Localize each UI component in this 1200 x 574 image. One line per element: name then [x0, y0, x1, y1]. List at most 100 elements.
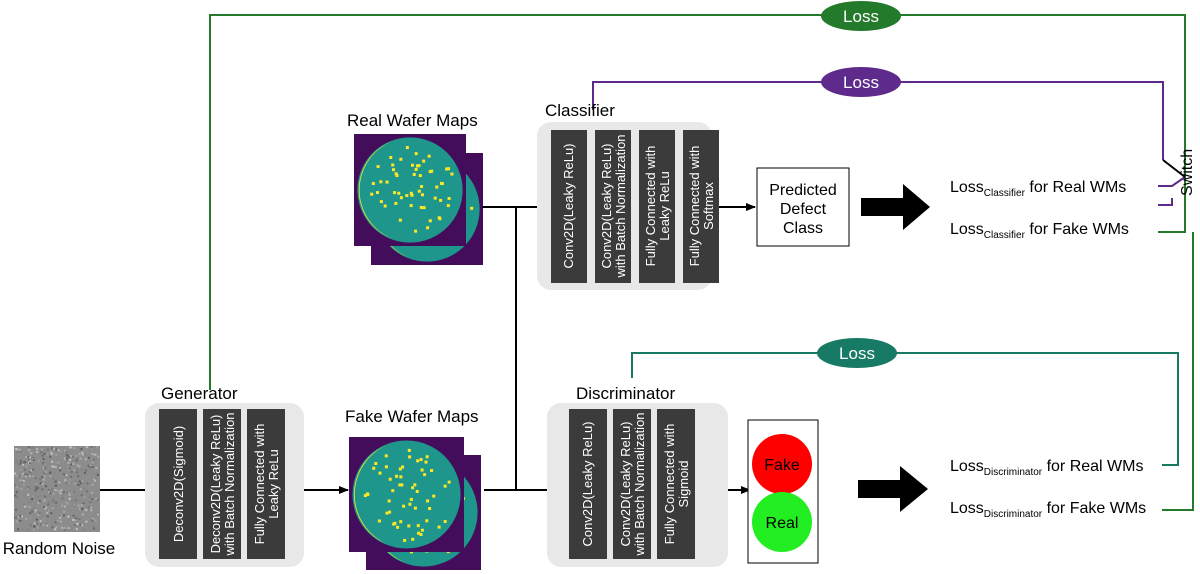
- noise-pixel: [64, 501, 67, 504]
- noise-pixel: [49, 475, 52, 478]
- noise-pixel: [19, 450, 22, 453]
- noise-pixel: [23, 468, 26, 471]
- noise-pixel: [29, 501, 32, 504]
- noise-pixel: [35, 487, 38, 490]
- noise-pixel: [44, 467, 47, 470]
- noise-pixel: [90, 506, 93, 509]
- noise-pixel: [84, 458, 87, 461]
- wafer-defect-dot: [411, 486, 415, 490]
- noise-pixel: [95, 469, 98, 472]
- noise-pixel: [27, 458, 30, 461]
- noise-pixel: [76, 464, 79, 467]
- noise-pixel: [20, 487, 23, 490]
- wafer-defect-dot: [425, 455, 429, 459]
- noise-pixel: [42, 518, 45, 521]
- wafer-defect-dot: [395, 174, 399, 178]
- noise-pixel: [28, 449, 31, 452]
- noise-pixel: [19, 514, 22, 517]
- wafer-defect-dot: [422, 159, 426, 163]
- wafer-defect-dot: [395, 474, 399, 478]
- wafer-defect-dot: [407, 524, 411, 528]
- noise-pixel: [46, 476, 49, 479]
- wafer-defect-dot: [420, 193, 424, 197]
- wafer-defect-dot: [383, 204, 387, 208]
- noise-pixel: [19, 456, 22, 459]
- wafer-defect-dot: [417, 531, 421, 535]
- wafer-defect-dot: [403, 538, 407, 542]
- noise-pixel: [85, 520, 88, 523]
- noise-pixel: [34, 509, 37, 512]
- noise-pixel: [87, 497, 90, 500]
- wafer-defect-dot: [411, 537, 415, 541]
- fake-light: [752, 434, 812, 494]
- noise-pixel: [40, 482, 43, 485]
- noise-pixel: [23, 461, 26, 464]
- discriminator-output-arrow: [858, 466, 928, 512]
- noise-pixel: [56, 467, 59, 470]
- noise-pixel: [35, 485, 38, 488]
- noise-pixel: [93, 507, 96, 510]
- noise-pixel: [62, 472, 65, 475]
- noise-pixel: [14, 474, 17, 477]
- wafer-defect-dot: [399, 157, 403, 161]
- noise-pixel: [15, 491, 18, 494]
- noise-pixel: [62, 510, 65, 513]
- classifier-real-feed: [1158, 176, 1186, 187]
- noise-pixel: [46, 515, 49, 518]
- noise-pixel: [80, 482, 83, 485]
- noise-pixel: [15, 516, 18, 519]
- noise-pixel: [70, 475, 73, 478]
- fake-wafer-maps: Fake Wafer Maps: [345, 407, 481, 570]
- noise-pixel: [89, 466, 92, 469]
- wafer-defect-dot: [378, 471, 382, 475]
- wafer-defect-dot: [415, 489, 419, 493]
- noise-pixel: [33, 464, 36, 467]
- noise-pixel: [55, 448, 58, 451]
- noise-pixel: [29, 470, 32, 473]
- noise-pixel: [85, 490, 88, 493]
- noise-pixel: [82, 502, 85, 505]
- switch-lever: [1162, 159, 1186, 178]
- noise-pixel: [81, 453, 84, 456]
- noise-pixel: [57, 461, 60, 464]
- noise-pixel: [50, 468, 53, 471]
- noise-pixel: [54, 484, 57, 487]
- wafer-defect-dot: [425, 519, 429, 523]
- noise-pixel: [78, 507, 81, 510]
- generator-loss-label: Loss: [843, 7, 879, 26]
- noise-pixel: [42, 478, 45, 481]
- discriminator-layer-2-label: Conv2D(Leaky ReLu): [618, 421, 633, 546]
- noise-pixel: [41, 488, 44, 491]
- noise-pixel: [91, 518, 94, 521]
- noise-pixel: [30, 524, 33, 527]
- noise-pixel: [91, 453, 94, 456]
- noise-pixel: [16, 515, 19, 518]
- noise-pixel: [51, 460, 54, 463]
- noise-pixel: [73, 447, 76, 450]
- noise-pixel: [95, 497, 98, 500]
- noise-pixel: [67, 515, 70, 518]
- noise-pixel: [90, 502, 93, 505]
- noise-pixel: [44, 463, 47, 466]
- noise-pixel: [65, 466, 68, 469]
- classifier-layer-3-sublabel: Leaky ReLu: [657, 171, 672, 240]
- noise-pixel: [78, 505, 81, 508]
- noise-pixel: [80, 507, 83, 510]
- generator-layer-3-label: Fully Connected with: [252, 424, 267, 545]
- discriminator-fake-loss: LossDiscriminator for Fake WMs: [950, 500, 1146, 520]
- noise-pixel: [40, 514, 43, 517]
- noise-pixel: [22, 485, 25, 488]
- noise-pixel: [73, 519, 76, 522]
- noise-pixel: [24, 473, 27, 476]
- noise-pixel: [22, 472, 25, 475]
- wafer-defect-dot: [371, 182, 375, 186]
- noise-pixel: [84, 469, 87, 472]
- noise-pixel: [43, 452, 46, 455]
- noise-pixel: [91, 498, 94, 501]
- noise-pixel: [50, 512, 53, 515]
- generator-loss-badge: [821, 1, 901, 31]
- wafer-defect-dot: [409, 204, 413, 208]
- wafer-defect-dot: [428, 170, 432, 174]
- wafer-defect-dot: [379, 200, 383, 204]
- generator-module: Generator Deconv2D(Sigmoid) Deconv2D(Lea…: [145, 384, 304, 567]
